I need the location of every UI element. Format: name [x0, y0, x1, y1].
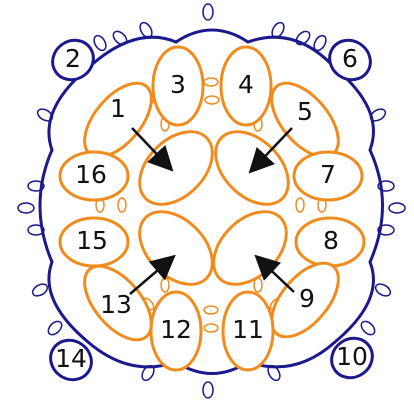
corner-ring-6: [328, 38, 372, 82]
arrow-9: [254, 254, 295, 293]
picot-icon: [360, 320, 376, 336]
ring-11: [221, 290, 275, 372]
label-ring-1: 1: [110, 94, 126, 123]
corner-rings: [49, 38, 374, 382]
corner-ring-14: [49, 338, 93, 382]
join-picot-icon: [203, 77, 219, 87]
picot-icon: [47, 320, 63, 336]
picot-icon: [17, 202, 35, 214]
label-ring-7: 7: [320, 160, 336, 189]
label-ring-10: 10: [336, 342, 368, 371]
picot-icon: [27, 224, 45, 236]
center-ring-nw: [138, 130, 214, 206]
label-ring-2: 2: [65, 44, 81, 73]
label-ring-15: 15: [76, 226, 108, 255]
label-ring-6: 6: [342, 44, 358, 73]
corner-ring-10: [330, 336, 374, 380]
picot-icon: [374, 283, 392, 297]
picot-icon: [388, 202, 406, 214]
ring-3: [151, 45, 205, 127]
label-ring-5: 5: [297, 97, 313, 126]
arrow-1: [131, 127, 174, 172]
ring-4: [219, 45, 273, 127]
label-ring-14: 14: [55, 344, 87, 373]
arrow-5: [248, 127, 293, 174]
join-picot-icon: [160, 277, 170, 293]
join-picot-icon: [203, 323, 219, 333]
picot-icon: [93, 34, 107, 52]
join-picot-icon: [203, 305, 219, 315]
arrow-13: [129, 254, 176, 295]
outer-chain-outline: [38, 28, 384, 375]
ring-12: [149, 290, 203, 372]
picot-icon: [202, 3, 214, 21]
label-ring-11: 11: [232, 315, 264, 344]
label-ring-4: 4: [238, 70, 254, 99]
direction-arrows: [129, 127, 295, 295]
picot-icon: [202, 381, 214, 399]
ring-number-labels: 1 2 3 4 5 6 7 8 9 10 11 12 13 14 15 16: [55, 44, 368, 373]
label-ring-9: 9: [299, 284, 315, 313]
label-ring-12: 12: [160, 315, 192, 344]
label-ring-16: 16: [75, 160, 107, 189]
picot-layer: [17, 3, 406, 399]
label-ring-3: 3: [170, 70, 186, 99]
ring-16: [58, 150, 130, 202]
join-picot-icon: [295, 197, 305, 213]
ring-7: [292, 150, 364, 202]
join-picot-icon: [117, 197, 127, 213]
label-ring-13: 13: [100, 290, 132, 319]
picot-icon: [31, 283, 49, 297]
label-ring-8: 8: [323, 226, 339, 255]
corner-ring-2: [51, 38, 95, 82]
join-picot-icon: [204, 95, 220, 105]
